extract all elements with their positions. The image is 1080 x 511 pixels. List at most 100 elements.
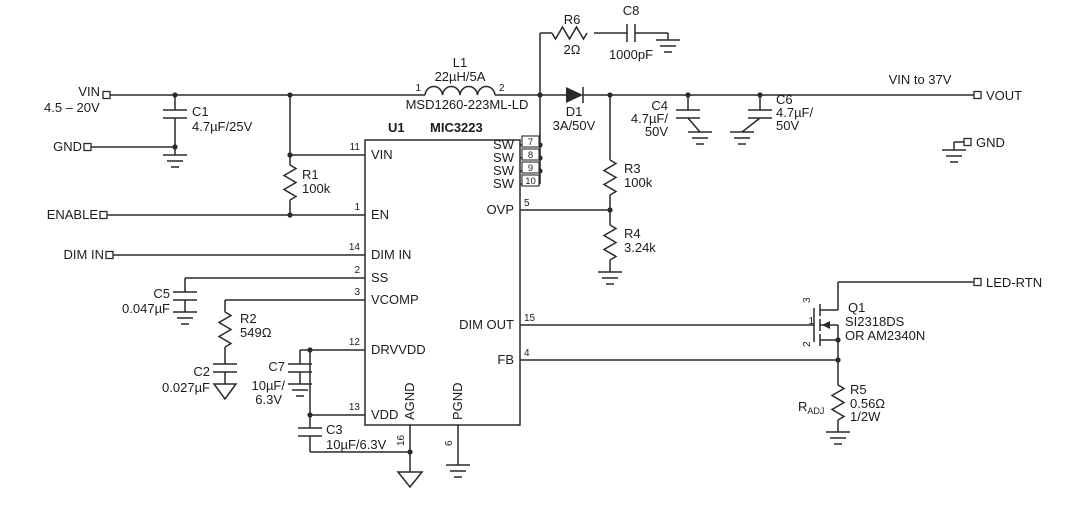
u1-pin-sw4: SW	[493, 176, 515, 191]
q1-pin-source: 2	[802, 341, 813, 347]
q1-pin-drain: 3	[802, 297, 813, 303]
u1-pin-en: EN	[371, 207, 389, 222]
r5-value: 0.56Ω	[850, 396, 885, 411]
capacitor-c2	[213, 363, 237, 373]
gnd-right-label: GND	[976, 135, 1005, 150]
led-rtn-label: LED-RTN	[986, 275, 1042, 290]
u1-pin-dimin: DIM IN	[371, 247, 411, 262]
c8-ref: C8	[623, 3, 640, 18]
gnd-left-terminal	[83, 142, 92, 152]
c6-value-1: 4.7µF/	[776, 105, 814, 120]
r1-ref: R1	[302, 167, 319, 182]
c1-value: 4.7µF/25V	[192, 119, 253, 134]
c6-value-2: 50V	[776, 118, 799, 133]
u1-pinnum-15: 15	[524, 313, 536, 324]
l1-pin2: 2	[499, 83, 505, 94]
c1-ref: C1	[192, 104, 209, 119]
c3-ref: C3	[326, 422, 343, 437]
u1-pinnum-9: 9	[528, 163, 533, 174]
mosfet-q1	[813, 304, 830, 346]
resistor-r6	[551, 25, 588, 41]
radj-sub: ADJ	[807, 406, 824, 416]
capacitor-c8	[626, 24, 636, 42]
resistor-r3	[602, 159, 618, 196]
gnd-left-label: GND	[53, 139, 82, 154]
q1-ref: Q1	[848, 300, 865, 315]
u1-pinnum-1: 1	[354, 202, 360, 213]
r2-ref: R2	[240, 311, 257, 326]
led-rtn-terminal	[973, 277, 982, 287]
resistor-r1	[282, 164, 298, 201]
q1-part-2: OR AM2340N	[845, 328, 925, 343]
r3-ref: R3	[624, 161, 641, 176]
l1-pin1: 1	[415, 83, 421, 94]
r5-power: 1/2W	[850, 409, 881, 424]
c7-value-1: 10µF/	[251, 378, 285, 393]
u1-pin-sw1: SW	[493, 137, 515, 152]
q1-part-1: SI2318DS	[845, 314, 905, 329]
c5-value: 0.047µF	[122, 301, 170, 316]
d1-ref: D1	[566, 104, 583, 119]
q1-pin-gate: 1	[808, 316, 814, 327]
r3-value: 100k	[624, 175, 653, 190]
capacitor-c1	[163, 109, 187, 119]
u1-pinnum-12: 12	[349, 337, 361, 348]
u1-pin-fb: FB	[497, 352, 514, 367]
u1-pinnum-3: 3	[354, 287, 360, 298]
u1-pin-vcomp: VCOMP	[371, 292, 419, 307]
u1-pin-pgnd: PGND	[450, 382, 465, 420]
dim-in-terminal	[105, 250, 114, 260]
ground-symbols	[163, 39, 966, 489]
resistor-r5	[830, 384, 846, 421]
vin-range-label: 4.5 – 20V	[44, 100, 100, 115]
radj-base: R	[798, 399, 807, 414]
r5-ref: R5	[850, 382, 867, 397]
u1-pin-drvvdd: DRVVDD	[371, 342, 426, 357]
capacitor-c3	[298, 427, 322, 437]
u1-pin-agnd: AGND	[402, 382, 417, 420]
u1-pinnum-13: 13	[349, 402, 361, 413]
vin-label: VIN	[78, 84, 100, 99]
u1-pinnum-5: 5	[524, 198, 530, 209]
r2-value: 549Ω	[240, 325, 272, 340]
c8-value: 1000pF	[609, 47, 653, 62]
diode-d1	[566, 87, 584, 103]
resistor-r2	[217, 311, 233, 348]
u1-pin-ss: SS	[371, 270, 389, 285]
r4-ref: R4	[624, 226, 641, 241]
u1-pinnum-7: 7	[528, 137, 533, 148]
u1-pinnum-11: 11	[350, 142, 361, 153]
c3-value: 10µF/6.3V	[326, 437, 387, 452]
vin-terminal	[102, 90, 111, 100]
d1-value: 3A/50V	[553, 118, 596, 133]
io-terminals	[83, 90, 982, 287]
r4-value: 3.24k	[624, 240, 656, 255]
l1-ref: L1	[453, 55, 467, 70]
r6-ref: R6	[564, 12, 581, 27]
r1-value: 100k	[302, 181, 331, 196]
u1-part: MIC3223	[430, 120, 483, 135]
enable-terminal	[99, 210, 108, 220]
c7-value-2: 6.3V	[255, 392, 282, 407]
r6-value: 2Ω	[564, 42, 581, 57]
l1-part: MSD1260-223ML-LD	[406, 97, 529, 112]
gnd-right-terminal	[963, 137, 972, 147]
u1-pinnum-14: 14	[349, 242, 361, 253]
c2-value: 0.027µF	[162, 380, 210, 395]
u1-pinnum-8: 8	[528, 150, 533, 161]
vout-note: VIN to 37V	[889, 72, 952, 87]
c4-value-1: 4.7µF/	[631, 111, 669, 126]
l1-value: 22µH/5A	[435, 69, 486, 84]
u1-ref: U1	[388, 120, 405, 135]
vout-terminal	[973, 90, 982, 100]
capacitor-c4	[676, 109, 700, 119]
c4-ref: C4	[651, 98, 668, 113]
u1-pinnum-6: 6	[444, 440, 455, 446]
u1-pinnum-16: 16	[396, 434, 407, 446]
u1-pin-ovp: OVP	[487, 202, 514, 217]
c7-ref: C7	[268, 359, 285, 374]
c6-ref: C6	[776, 92, 793, 107]
u1-pinnum-4: 4	[524, 348, 530, 359]
sw-pin-pads	[521, 135, 540, 187]
